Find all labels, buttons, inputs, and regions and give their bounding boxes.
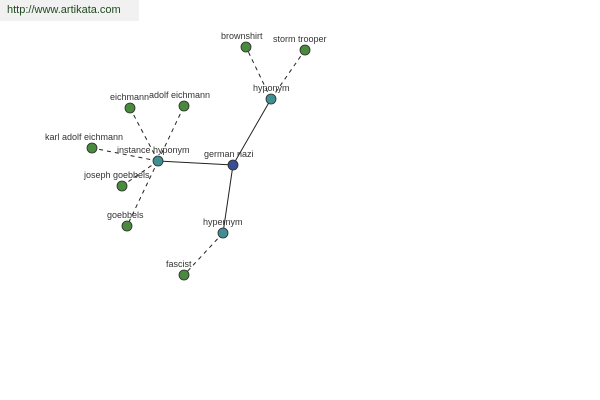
node-label-storm-trooper: storm trooper: [273, 34, 327, 44]
node-label-german-nazi: german nazi: [204, 149, 254, 159]
node-fascist[interactable]: [178, 269, 190, 281]
edge-hyponym-to-brownshirt: [245, 46, 272, 100]
nodes-layer: [86, 41, 311, 281]
node-hypernym[interactable]: [217, 227, 229, 239]
edge-instance-hyponym-to-eichmann: [129, 107, 159, 162]
edges-layer: [91, 46, 306, 276]
node-joseph-goebbels[interactable]: [116, 180, 128, 192]
edge-german-nazi-to-hypernym: [222, 164, 234, 234]
node-label-hyponym: hyponym: [253, 83, 290, 93]
node-hyponym[interactable]: [265, 93, 277, 105]
node-eichmann[interactable]: [124, 102, 136, 114]
node-label-goebbels: goebbels: [107, 210, 144, 220]
node-brownshirt[interactable]: [240, 41, 252, 53]
node-instance-hyponym[interactable]: [152, 155, 164, 167]
node-karl-adolf-eichmann[interactable]: [86, 142, 98, 154]
node-german-nazi[interactable]: [227, 159, 239, 171]
source-url-link[interactable]: http://www.artikata.com: [0, 0, 139, 21]
edge-instance-hyponym-to-karl-adolf-eichmann: [91, 147, 159, 162]
node-label-adolf-eichmann: adolf eichmann: [149, 90, 210, 100]
node-label-joseph-goebbels: joseph goebbels: [83, 170, 150, 180]
labels-layer: german nazi hyponym instance hyponym hypern…: [45, 31, 327, 269]
node-label-fascist: fascist: [166, 259, 192, 269]
edge-german-nazi-to-instance-hyponym: [157, 160, 234, 166]
node-goebbels[interactable]: [121, 220, 133, 232]
edge-hyponym-to-storm-trooper: [270, 49, 306, 100]
node-label-instance-hyponym: instance hyponym: [117, 145, 190, 155]
node-label-eichmann: eichmann: [110, 92, 149, 102]
node-label-karl-adolf-eichmann: karl adolf eichmann: [45, 132, 123, 142]
node-label-brownshirt: brownshirt: [221, 31, 263, 41]
edge-instance-hyponym-to-adolf-eichmann: [157, 105, 185, 162]
edge-german-nazi-to-hyponym: [232, 98, 272, 166]
node-label-hypernym: hypernym: [203, 217, 243, 227]
node-storm-trooper[interactable]: [299, 44, 311, 56]
node-adolf-eichmann[interactable]: [178, 100, 190, 112]
edge-hypernym-to-fascist: [183, 232, 224, 276]
